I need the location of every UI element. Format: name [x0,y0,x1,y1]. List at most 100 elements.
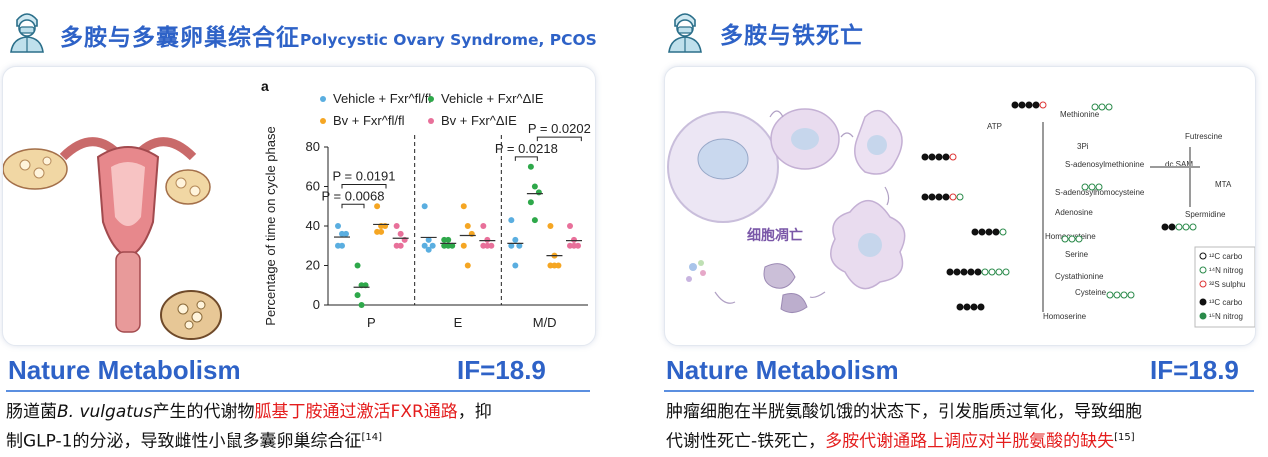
pathway-label: Cysteine [1075,288,1107,297]
pathway-legend-entry: ¹²C carbo [1209,252,1243,261]
data-point [484,236,491,243]
atom-dot [1061,235,1069,243]
data-point [508,242,515,249]
atom-dot [1175,223,1183,231]
desc-right-line1: 肿瘤细胞在半胱氨酸饥饿的状态下，引发脂质过氧化，导致细胞 [666,402,1142,422]
pathway-label: S-adenosylhomocysteine [1055,188,1145,197]
data-point [531,183,538,190]
data-point [464,223,471,229]
sig-annotation-p1: P = 0.0191 [332,169,395,184]
atom-dot [960,268,968,276]
sig-annotation-md1: P = 0.0218 [495,141,558,156]
y-axis-title: Percentage of time on cycle phase [263,126,278,325]
doctor-avatar-icon [8,6,46,54]
atom-dot [1011,101,1019,109]
legend-marker [428,118,434,124]
pathway-label: 3Pi [1077,142,1089,151]
atom-dot [949,193,957,201]
atom-dot [946,268,954,276]
reference-left: [14] [361,432,383,443]
atom-dot [978,228,986,236]
y-tick-label: 20 [306,258,320,273]
desc-left-text-c: 产生的代谢物 [152,402,255,422]
pathway-legend-entry: ³²S sulphu [1209,280,1245,289]
atom-dot [1081,183,1089,191]
atom-dot [1161,223,1169,231]
atom-dot [1068,235,1076,243]
atom-dot [963,303,971,311]
atom-dot [921,153,929,161]
atom-dot [1113,291,1121,299]
atom-dot [1189,223,1197,231]
pathway-legend-marker [1199,266,1207,274]
pathway-label: MTA [1215,180,1232,189]
legend-entry: Vehicle + Fxr^fl/fl [333,91,431,106]
atom-dot [935,153,943,161]
atom-dot [1002,268,1010,276]
data-point [393,223,400,229]
desc-left-highlight: 胍基丁胺通过激活FXR通路 [254,402,458,422]
cell-death-illustration [667,108,906,313]
data-point [397,230,404,237]
atom-dot [942,153,950,161]
pathway-label: ATP [987,122,1002,131]
atom-dot [985,228,993,236]
data-point [508,217,515,224]
pathway-legend-entry: ¹⁵N nitrog [1209,312,1243,321]
title-cn-left: 多胺与多囊卵巢综合征 [60,25,300,51]
pathway-legend-entry: ¹⁴N nitrog [1209,266,1243,275]
section-title-right: 多胺与铁死亡 [720,23,864,49]
data-point [551,262,558,269]
x-tick-label: M/D [533,315,557,330]
y-tick-label: 40 [306,218,320,233]
data-point [445,242,452,249]
data-point [571,236,577,243]
legend-marker [320,96,326,102]
section-title-left: 多胺与多囊卵巢综合征Polycystic Ovary Syndrome, PCO… [60,18,597,52]
data-point [335,223,341,229]
pathway-label: Cystathionine [1055,272,1104,281]
data-point [421,242,428,249]
legend-entry: Vehicle + Fxr^ΔIE [441,91,544,106]
pathway-legend-marker [1199,312,1207,320]
data-point [378,228,385,235]
legend-marker [428,96,434,102]
data-point [527,199,534,206]
uterus-illustration [3,137,222,340]
divider-left [6,390,590,392]
atom-dot [928,193,936,201]
pathway-label: dc SAM [1165,160,1193,169]
data-point [484,242,491,249]
data-point [421,203,428,210]
atom-dot [967,268,975,276]
x-tick-label: E [454,315,463,330]
reference-right: [15] [1114,432,1135,443]
impact-factor-left: IF=18.9 [457,355,546,385]
atom-dot [1168,223,1176,231]
atom-dot [935,193,943,201]
data-point [571,242,577,249]
data-point [460,242,467,249]
atom-dot [1095,183,1103,191]
y-tick-label: 60 [306,179,320,194]
atom-dot [970,303,978,311]
atom-dot [953,268,961,276]
data-point [425,236,432,243]
sig-annotation-p2: P = 0.0068 [321,188,384,203]
data-point [374,203,381,210]
data-point [527,163,534,170]
desc-left-text-e: 制GLP-1的分泌，导致雌性小鼠多囊卵巢综合征 [6,431,362,452]
data-point [429,242,436,249]
atom-dot [1106,291,1114,299]
pathway-label: Serine [1065,250,1089,259]
atom-dot [1032,101,1040,109]
atom-dot [974,268,982,276]
data-point [547,223,554,229]
sig-bracket [514,156,538,161]
sig-annotation-md2: P = 0.0202 [528,121,591,136]
atom-dot [956,193,964,201]
pathway-label: Homoserine [1043,312,1087,321]
data-point [354,292,361,299]
desc-right-highlight: 多胺代谢通路上调应对半胱氨酸的缺失 [825,431,1115,452]
